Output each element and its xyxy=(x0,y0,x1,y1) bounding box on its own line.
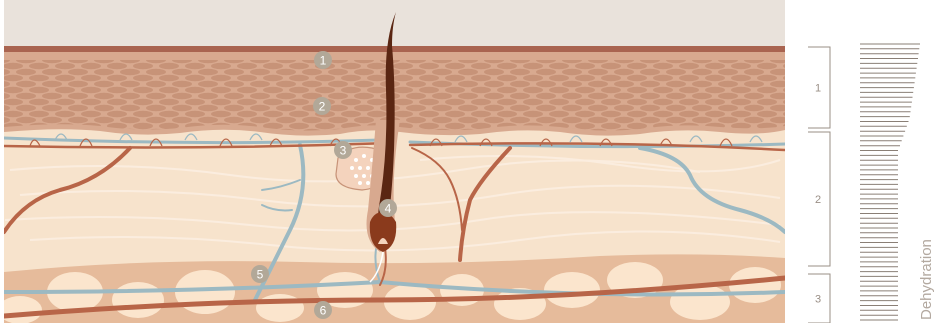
layer-label-1: 1 xyxy=(808,47,830,128)
layer-number: 2 xyxy=(815,194,821,206)
layer-label-3: 3 xyxy=(808,274,830,323)
marker-number: 6 xyxy=(320,304,327,318)
marker-number: 5 xyxy=(257,268,264,282)
dehydration-label: Dehydration xyxy=(918,239,935,320)
marker-number: 4 xyxy=(385,202,392,216)
layer-brackets: 1 2 3 xyxy=(808,47,830,323)
marker-3-gland: 3 xyxy=(334,141,352,159)
marker-number: 3 xyxy=(340,144,347,158)
air-background xyxy=(4,0,785,50)
marker-number: 1 xyxy=(320,54,327,68)
layer-number: 3 xyxy=(815,294,821,306)
layer-label-2: 2 xyxy=(808,132,830,266)
layer-number: 1 xyxy=(815,83,821,95)
skin-surface-line xyxy=(4,46,785,52)
marker-1-surface: 1 xyxy=(314,51,332,69)
marker-5-vessel: 5 xyxy=(251,265,269,283)
dehydration-scale: Dehydration xyxy=(860,44,935,320)
marker-4-hair-follicle: 4 xyxy=(379,199,397,217)
marker-number: 2 xyxy=(319,100,326,114)
marker-6-fat: 6 xyxy=(314,301,332,319)
marker-2-epidermis: 2 xyxy=(313,97,331,115)
